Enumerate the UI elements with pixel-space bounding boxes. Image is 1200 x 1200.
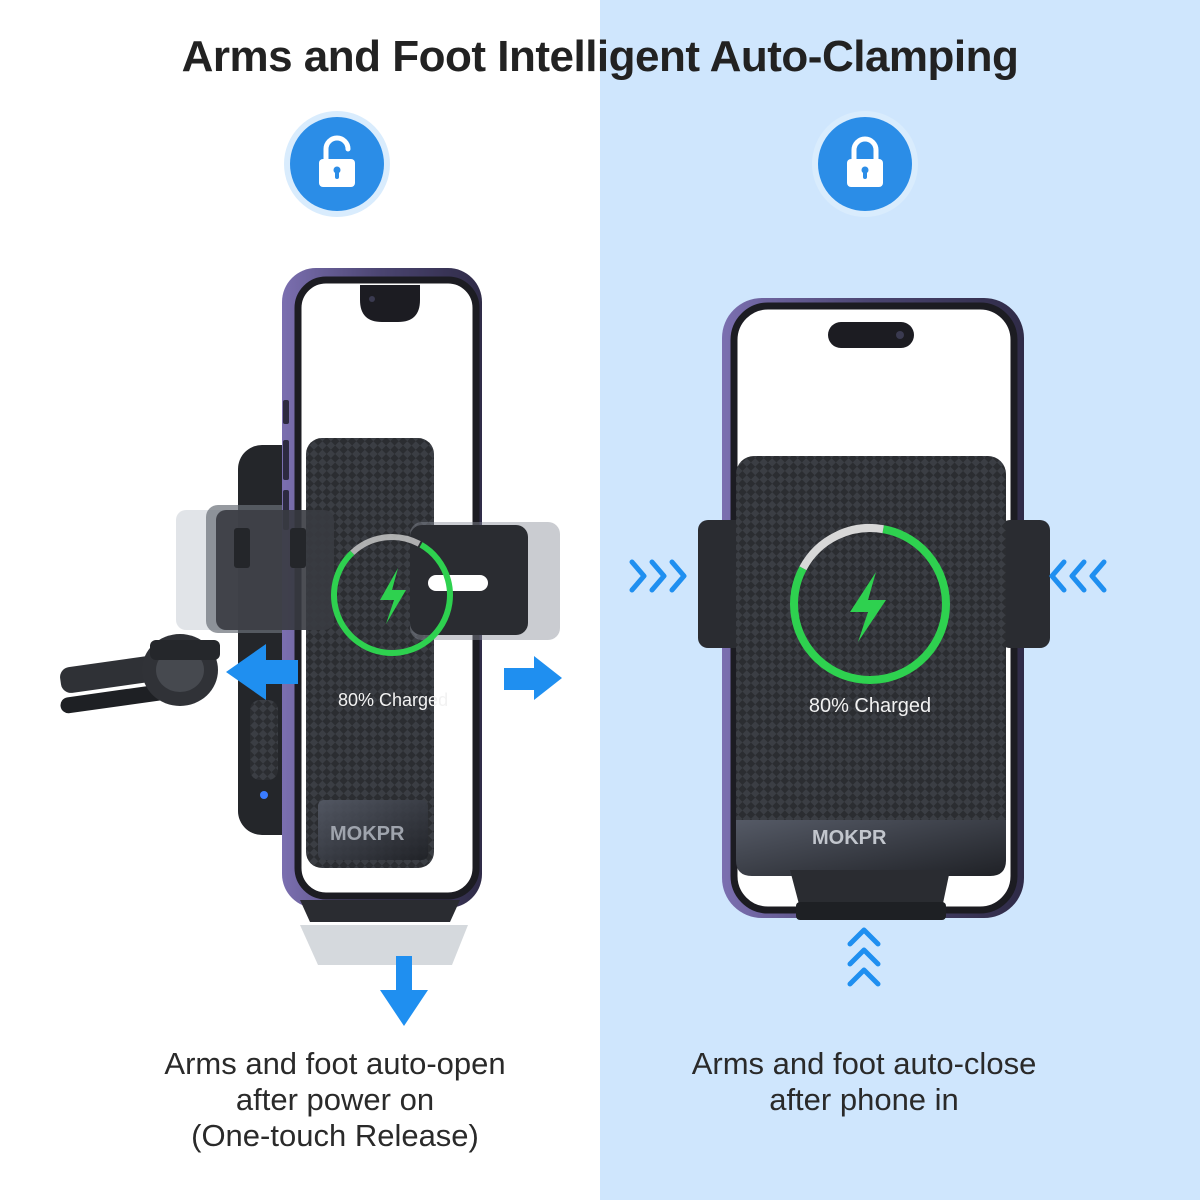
charging-pad-right bbox=[736, 456, 1006, 876]
arrow-close-up bbox=[847, 927, 881, 987]
left-mount-scene: MOKPR 80% Charged bbox=[60, 268, 562, 1026]
charging-pad-left bbox=[306, 438, 434, 868]
arrow-close-right bbox=[1049, 559, 1107, 593]
caption-right-line-1: Arms and foot auto-close bbox=[691, 1046, 1037, 1081]
caption-left-line-1: Arms and foot auto-open bbox=[164, 1046, 506, 1081]
side-arm-right-a bbox=[698, 520, 748, 648]
support-foot-left bbox=[300, 900, 460, 922]
lightning-bolt-icon bbox=[380, 568, 406, 624]
brand-label-left: MOKPR bbox=[330, 823, 405, 845]
support-foot-right bbox=[790, 870, 950, 908]
caption-left-line-3: (One-touch Release) bbox=[191, 1118, 479, 1153]
caption-right-line-2: after phone in bbox=[769, 1082, 959, 1117]
side-arm-left bbox=[216, 510, 334, 630]
lightning-bolt-icon bbox=[850, 572, 886, 642]
caption-right: Arms and foot auto-close after phone in bbox=[614, 1046, 1114, 1118]
arrow-open-down bbox=[380, 956, 428, 1026]
arrow-open-left bbox=[226, 644, 298, 700]
arrow-close-left bbox=[629, 559, 687, 593]
charge-label-left: 80% Charged bbox=[338, 690, 448, 710]
side-arm-right-b bbox=[1000, 520, 1050, 648]
charge-label-right: 80% Charged bbox=[809, 695, 931, 717]
charge-ring-left bbox=[331, 534, 453, 656]
caption-left: Arms and foot auto-open after power on (… bbox=[80, 1046, 590, 1154]
unlocked-padlock-icon bbox=[290, 117, 384, 211]
brand-label-right: MOKPR bbox=[812, 827, 887, 849]
vent-clip bbox=[60, 634, 220, 714]
locked-padlock-icon bbox=[818, 117, 912, 211]
arrow-open-right bbox=[504, 656, 562, 700]
right-mount-scene: MOKPR 80% Charged bbox=[629, 298, 1107, 987]
headline: Arms and Foot Intelligent Auto-Clamping bbox=[181, 32, 1019, 81]
caption-left-line-2: after power on bbox=[235, 1082, 435, 1117]
dynamic-island bbox=[828, 322, 914, 348]
